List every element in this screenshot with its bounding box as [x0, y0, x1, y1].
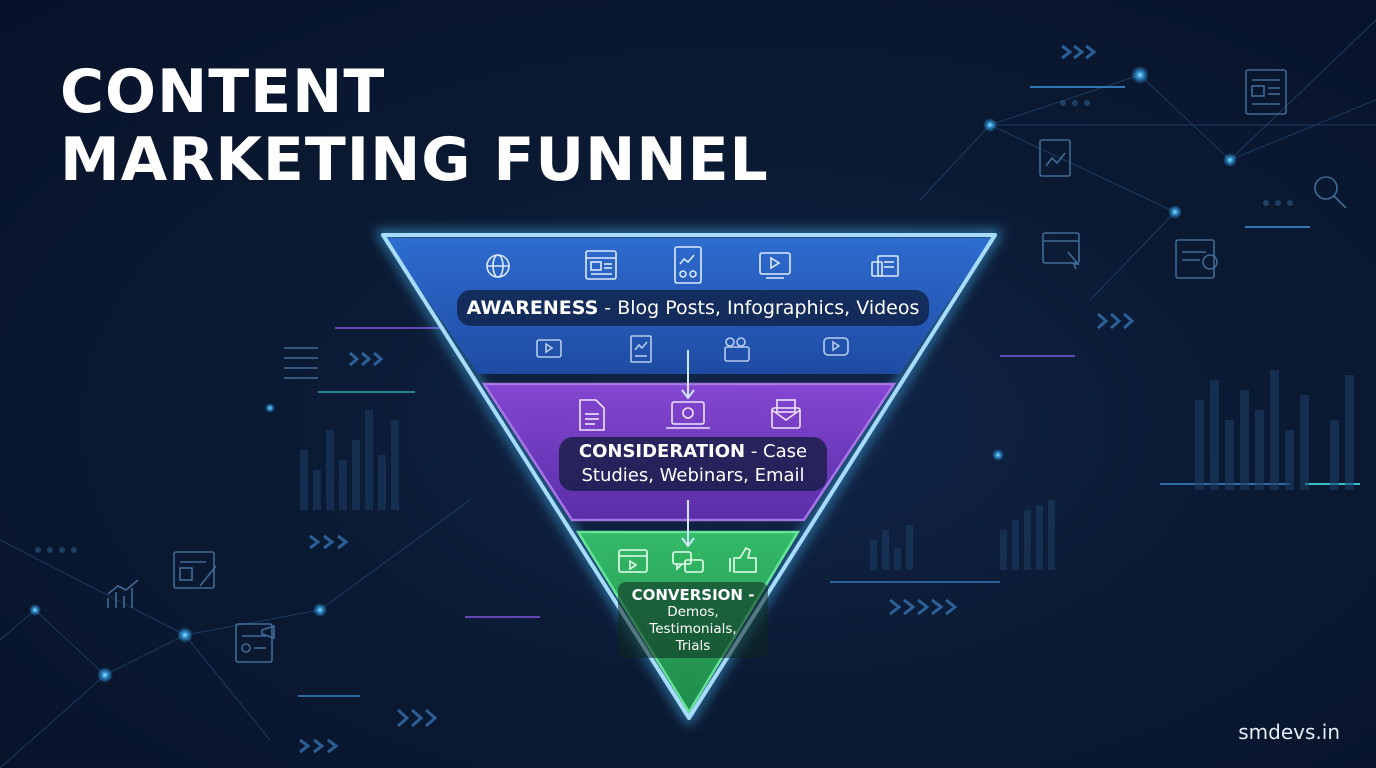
video-camera-icon: [724, 337, 750, 362]
globe-icon: [486, 254, 510, 278]
chat-bubbles-icon: [672, 551, 704, 573]
conversion-separator: -: [742, 586, 755, 604]
awareness-stage-name: AWARENESS: [466, 297, 599, 319]
consideration-detail-line-1: Case: [763, 441, 808, 462]
awareness-stage-label: AWARENESS - Blog Posts, Infographics, Vi…: [457, 290, 929, 326]
document-icon: [579, 399, 605, 431]
webinar-laptop-icon: [666, 401, 710, 429]
consideration-stage-label: CONSIDERATION - Case Studies, Webinars, …: [559, 437, 827, 491]
title-line-2: MARKETING FUNNEL: [60, 125, 769, 195]
thumbs-up-icon: [729, 546, 757, 573]
page-title: CONTENT MARKETING FUNNEL: [60, 58, 769, 194]
news-icon: [871, 255, 899, 277]
consideration-separator: -: [745, 441, 764, 462]
conversion-detail-line-1: Demos,: [667, 604, 719, 620]
conversion-stage-name: CONVERSION: [631, 586, 743, 604]
youtube-play-icon: [823, 337, 849, 356]
demo-browser-icon: [618, 549, 648, 573]
title-line-1: CONTENT: [60, 57, 386, 127]
email-envelope-icon: [771, 399, 801, 429]
conversion-stage-label: CONVERSION - Demos, Testimonials, Trials: [618, 582, 768, 658]
video-icon: [536, 339, 562, 358]
funnel-diagram: [373, 230, 1005, 728]
brand-watermark: smdevs.in: [1238, 720, 1340, 744]
funnel-outline: [381, 233, 997, 720]
awareness-stage-detail: Blog Posts, Infographics, Videos: [617, 297, 920, 319]
article-chart-icon: [630, 335, 652, 363]
video-icon: [759, 252, 791, 279]
awareness-separator: -: [598, 297, 618, 319]
infographic-icon: [674, 246, 702, 284]
conversion-detail-line-3: Trials: [675, 638, 711, 654]
webpage-icon: [585, 250, 617, 280]
conversion-detail-line-2: Testimonials,: [649, 621, 737, 637]
consideration-detail-line-2: Studies, Webinars, Email: [581, 465, 805, 486]
consideration-stage-name: CONSIDERATION: [578, 441, 746, 462]
